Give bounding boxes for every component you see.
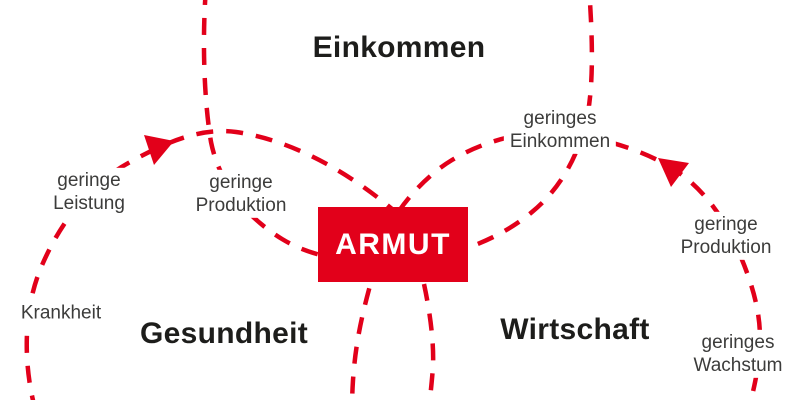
armut-center-box: ARMUT	[318, 207, 468, 282]
label-line: geringes	[701, 331, 775, 353]
gesundheit-title: Gesundheit	[135, 317, 313, 351]
label-line: Produktion	[195, 195, 287, 216]
label-geringes-wachstum: geringes Wachstum	[687, 329, 789, 379]
label-line: Leistung	[53, 193, 125, 214]
arrowhead-left-icon	[144, 135, 174, 165]
label-line: Einkommen	[509, 131, 611, 152]
wirtschaft-title: Wirtschaft	[496, 313, 654, 347]
label-line: geringe	[209, 171, 273, 193]
label-line: Produktion	[680, 237, 772, 258]
label-line: geringe	[694, 213, 758, 235]
label-geringe-leistung: geringe Leistung	[47, 167, 131, 217]
label-line: Krankheit	[20, 302, 102, 324]
label-geringes-einkommen: geringes Einkommen	[503, 105, 617, 155]
label-geringe-produktion-rechts: geringe Produktion	[674, 211, 778, 261]
arrowhead-right-icon	[658, 158, 689, 187]
label-line: geringes	[523, 107, 597, 129]
label-line: Wachstum	[693, 355, 783, 376]
label-geringe-produktion-links: geringe Produktion	[189, 169, 293, 219]
armut-label: ARMUT	[335, 227, 451, 261]
wirtschaft-cycle-path-lower	[421, 283, 436, 400]
einkommen-title: Einkommen	[308, 31, 490, 65]
wirtschaft-cycle-path-upper	[397, 130, 763, 400]
label-line: geringe	[57, 169, 121, 191]
label-krankheit: Krankheit	[14, 300, 108, 326]
gesundheit-cycle-path	[24, 128, 397, 400]
